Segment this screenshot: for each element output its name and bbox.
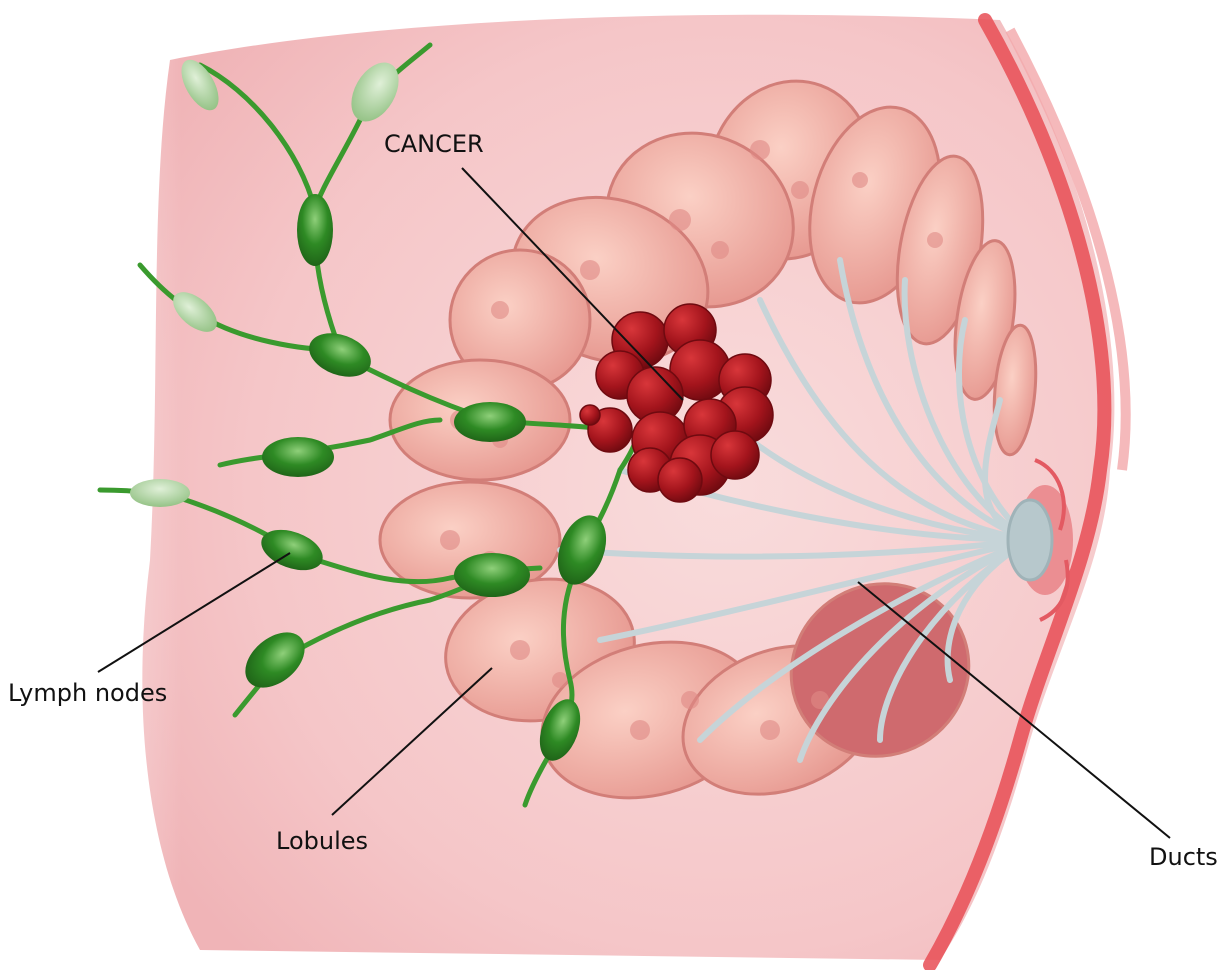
lymph-node-icon xyxy=(297,194,333,266)
lymph-node-icon xyxy=(454,402,526,442)
label-lymph-nodes: Lymph nodes xyxy=(8,681,167,705)
lymph-node-icon xyxy=(130,479,190,507)
lymph-node-icon xyxy=(454,553,530,597)
lymph-node-icon xyxy=(262,437,334,477)
label-ducts: Ducts xyxy=(1149,845,1218,869)
label-cancer: CANCER xyxy=(384,132,484,156)
label-lobules: Lobules xyxy=(276,829,368,853)
